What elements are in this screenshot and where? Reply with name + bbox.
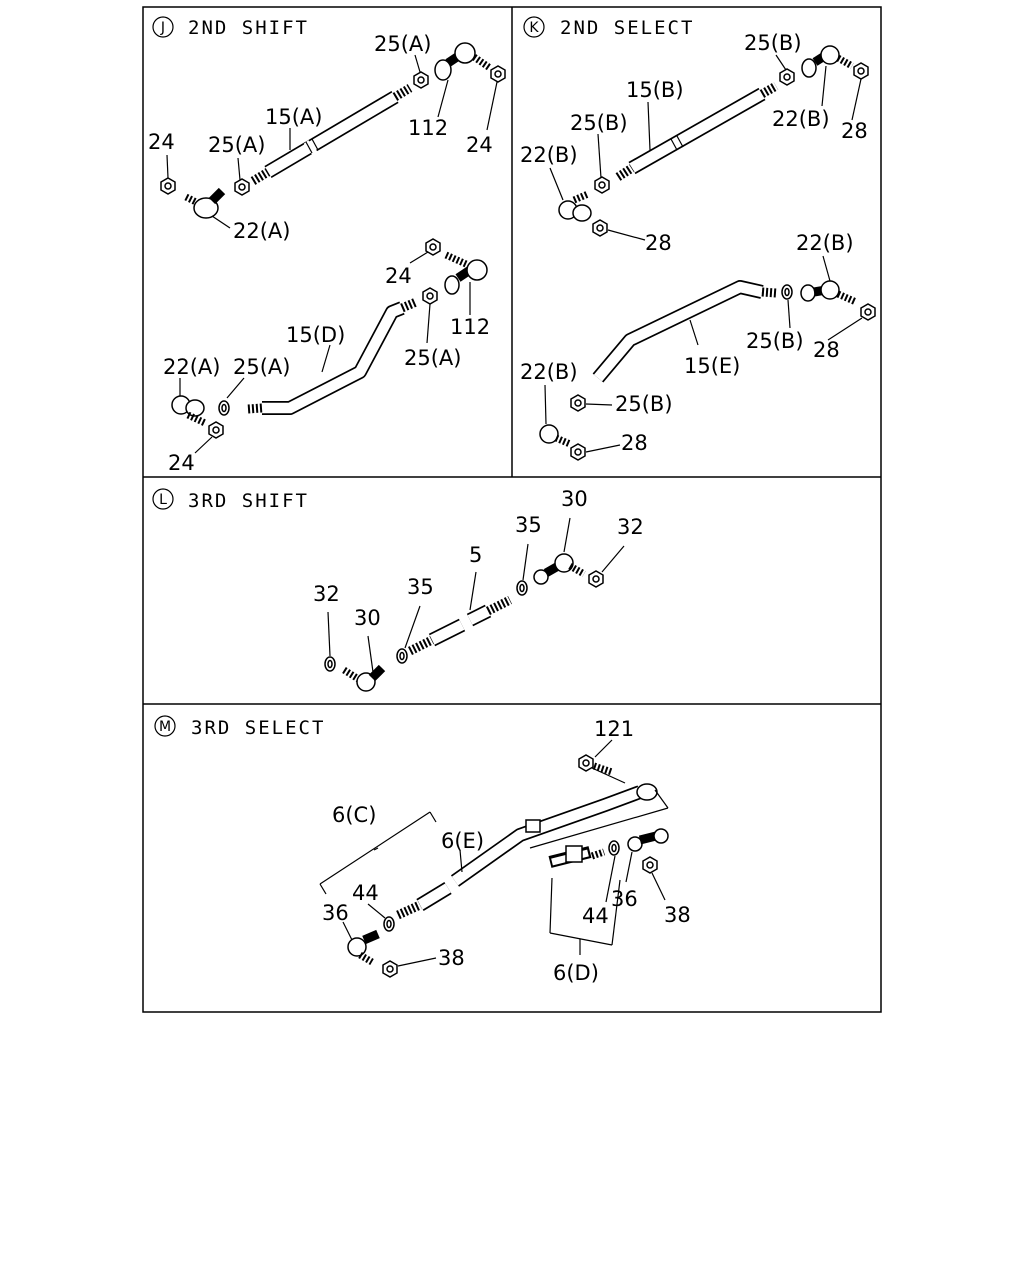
label-j-25a-right: 25(A) xyxy=(404,346,461,370)
label-j-24-left: 24 xyxy=(148,130,175,154)
label-m-38-left: 38 xyxy=(438,946,465,970)
panel-m-letter: M xyxy=(159,719,171,735)
panel-l-title-text: 3RD SHIFT xyxy=(188,490,309,512)
panel-k-drawing xyxy=(539,45,876,461)
label-j-112-top: 112 xyxy=(408,116,448,140)
label-m-44-left: 44 xyxy=(352,881,379,905)
panel-j-title-text: 2ND SHIFT xyxy=(188,17,309,39)
label-j-25a-top: 25(A) xyxy=(374,32,431,56)
panel-k-letter: K xyxy=(529,20,539,36)
label-m-6d: 6(D) xyxy=(553,961,599,985)
panel-l-title: L 3RD SHIFT xyxy=(152,488,309,512)
panel-k-title-text: 2ND SELECT xyxy=(560,17,694,39)
panel-j-letter: J xyxy=(160,20,165,36)
label-m-6c: 6(C) xyxy=(332,803,376,827)
label-m-121: 121 xyxy=(594,717,634,741)
panel-j-title: J 2ND SHIFT xyxy=(152,16,309,39)
label-m-6e: 6(E) xyxy=(441,829,484,853)
label-l-5: 5 xyxy=(469,543,482,567)
label-k-25b-top: 25(B) xyxy=(744,31,802,55)
panel-m-title: M 3RD SELECT xyxy=(154,715,325,739)
frame xyxy=(142,6,882,1013)
label-k-22b-left: 22(B) xyxy=(520,143,578,167)
panel-l-letter: L xyxy=(159,492,167,508)
panel-m-drawing xyxy=(319,739,669,978)
label-j-24-mid: 24 xyxy=(385,264,412,288)
label-m-36-left: 36 xyxy=(322,901,349,925)
label-l-30-left: 30 xyxy=(354,606,381,630)
label-j-25a-mid: 25(A) xyxy=(208,133,265,157)
label-j-22a-top: 22(A) xyxy=(233,219,290,243)
label-k-25b-bottom: 25(B) xyxy=(615,392,673,416)
label-j-25a-bottom: 25(A) xyxy=(233,355,290,379)
panel-m-title-text: 3RD SELECT xyxy=(191,717,325,739)
label-j-15a: 15(A) xyxy=(265,105,322,129)
panel-k-title: K 2ND SELECT xyxy=(523,16,694,39)
label-j-24-bottom: 24 xyxy=(168,451,195,475)
label-j-24-topright: 24 xyxy=(466,133,493,157)
label-k-15e: 15(E) xyxy=(684,354,740,378)
panel-l-drawing xyxy=(324,517,625,692)
label-j-112-mid: 112 xyxy=(450,315,490,339)
label-l-32-top: 32 xyxy=(617,515,644,539)
label-m-38-right: 38 xyxy=(664,903,691,927)
label-k-28-bottom: 28 xyxy=(621,431,648,455)
label-k-25b-right: 25(B) xyxy=(746,329,804,353)
label-k-22b-bottom: 22(B) xyxy=(520,360,578,384)
label-k-28-right: 28 xyxy=(813,338,840,362)
label-j-15d: 15(D) xyxy=(286,323,345,347)
label-k-22b-right: 22(B) xyxy=(796,231,854,255)
label-k-15b: 15(B) xyxy=(626,78,684,102)
callout-labels: 25(A) 112 24 15(A) 24 25(A) 22(A) 24 112… xyxy=(148,31,868,985)
label-l-35-top: 35 xyxy=(515,513,542,537)
label-m-36-right: 36 xyxy=(611,887,638,911)
label-k-25b-mid: 25(B) xyxy=(570,111,628,135)
panel-j-drawing xyxy=(160,42,506,454)
label-l-30-top: 30 xyxy=(561,487,588,511)
label-k-28-topright: 28 xyxy=(841,119,868,143)
label-l-35-mid: 35 xyxy=(407,575,434,599)
label-j-22a-bottom: 22(A) xyxy=(163,355,220,379)
label-m-44-right: 44 xyxy=(582,904,609,928)
label-k-22b-topright: 22(B) xyxy=(772,107,830,131)
label-l-32-left: 32 xyxy=(313,582,340,606)
label-k-28-mid: 28 xyxy=(645,231,672,255)
